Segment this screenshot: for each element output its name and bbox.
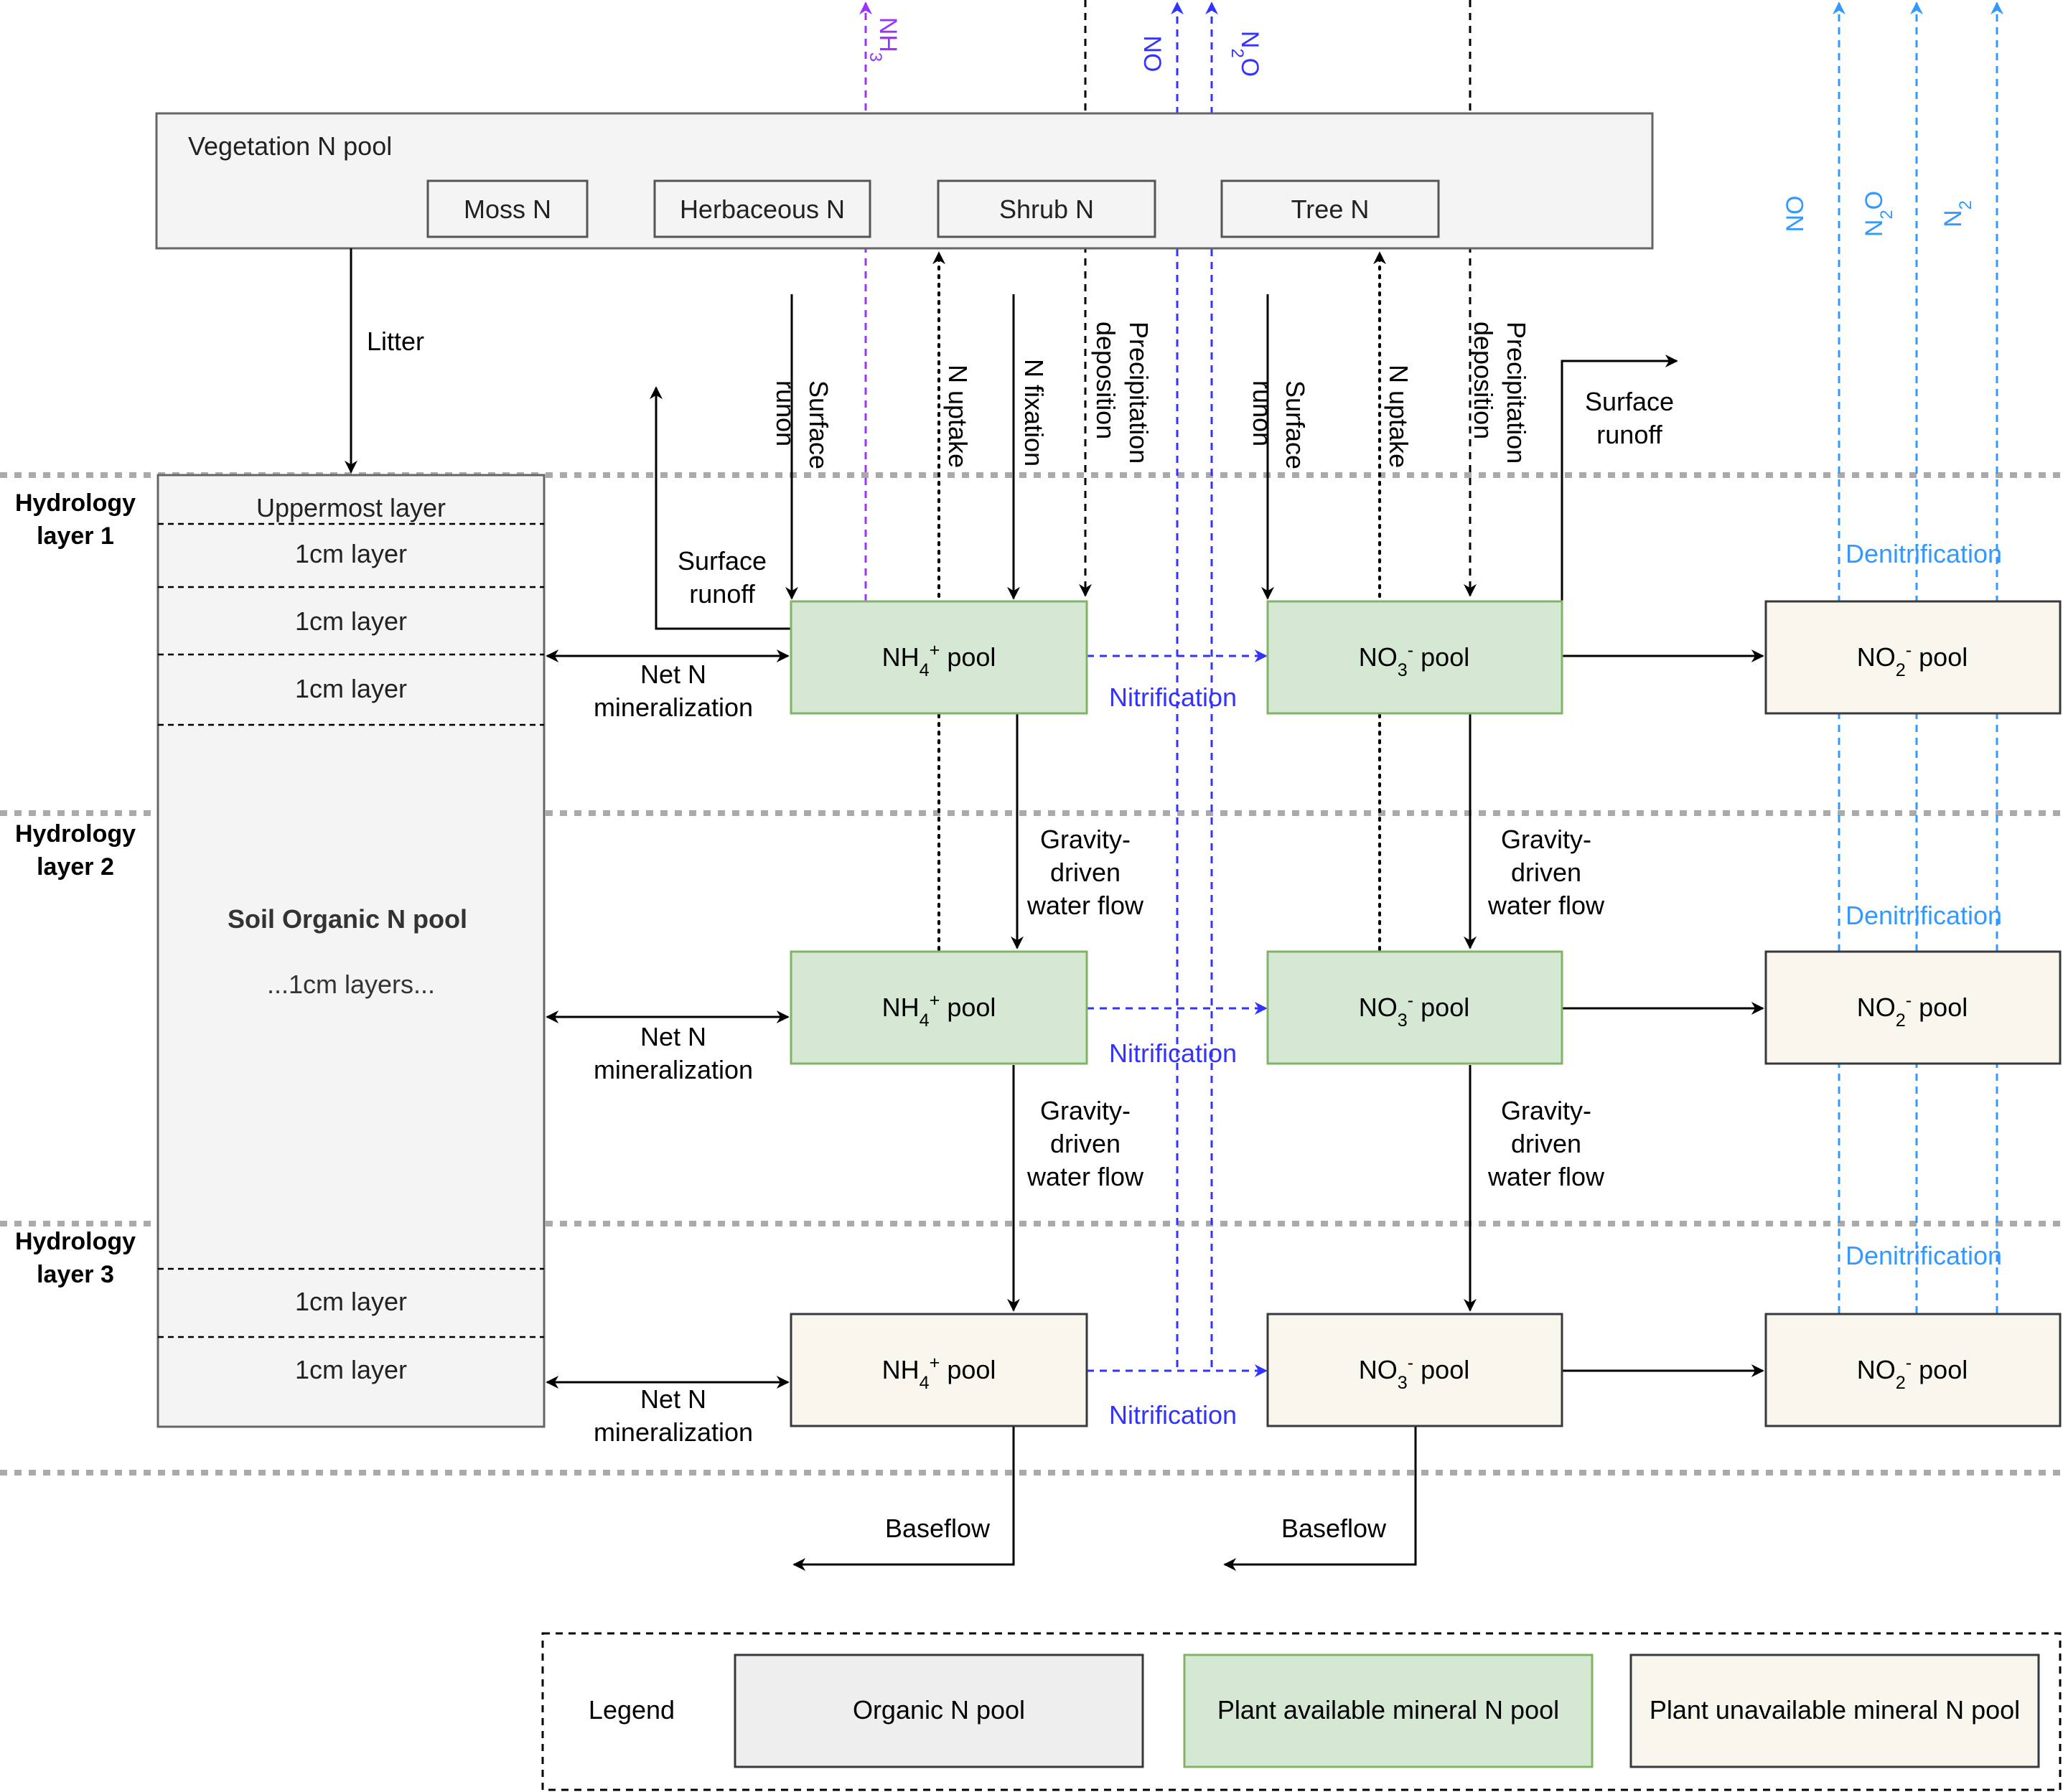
legend: Legend Organic N pool Plant available mi…	[541, 1632, 2062, 1791]
gas-labels: NH3 NO N2O NO N2O N2	[866, 17, 1975, 237]
mineral-pools	[790, 600, 2062, 1427]
nitrification-arrows	[1087, 649, 1268, 1377]
cm-layer-label: 1cm layer	[295, 606, 407, 636]
mineralization-arrows	[546, 649, 1764, 1571]
no3-pool-box-3	[1266, 1313, 1563, 1427]
legend-unavailable-swatch	[1629, 1653, 2040, 1768]
nh4-pool-box-1	[790, 600, 1088, 715]
tree-box	[1220, 179, 1440, 238]
litter-label: Litter	[367, 327, 424, 356]
nh3-label: NH3	[866, 17, 902, 62]
nh4-pool-box-3	[790, 1313, 1088, 1427]
shrub-label: Shrub N	[999, 194, 1094, 224]
no2-pool-label: NO2- pool	[1857, 640, 1968, 680]
precipitation-label-nh4: Precipitationdeposition	[1091, 322, 1154, 464]
cm-layer-label: 1cm layer	[295, 539, 407, 568]
no2-pool-box-2	[1764, 950, 2062, 1065]
n2o-denitrification-label: N2O	[1861, 191, 1896, 237]
legend-available-label: Plant available mineral N pool	[1217, 1695, 1559, 1725]
nh4-pool-label: NH4+ pool	[882, 1353, 996, 1393]
top-flux-arrows	[345, 248, 1678, 630]
n2-denitrification-label: N2	[1940, 200, 1975, 227]
baseflow-arrow-nh4	[792, 1427, 1015, 1571]
denitrification-label-2: Denitrification	[1846, 901, 2002, 930]
uppermost-layer-label: Uppermost layer	[256, 493, 446, 522]
no3-pool-box-2	[1266, 950, 1563, 1065]
tree-label: Tree N	[1291, 194, 1370, 224]
n-uptake-label-nh4: N uptake	[943, 365, 973, 468]
no3-pool-label: NO3- pool	[1359, 1353, 1469, 1393]
pool-labels: NH4+ pool NO3- pool NO2- pool NH4+ pool …	[882, 640, 1968, 1393]
denitrification-label-3: Denitrification	[1846, 1241, 2002, 1270]
no-nitrification-label: NO	[1138, 36, 1166, 72]
no-denitrification-label: NO	[1782, 196, 1809, 233]
vegetation-pool-title: Vegetation N pool	[188, 131, 392, 161]
soil-organic-subtitle: ...1cm layers...	[267, 970, 435, 999]
cm-layer-label: 1cm layer	[295, 1287, 407, 1316]
precipitation-label-no3: Precipitationdeposition	[1469, 322, 1531, 464]
nh4-pool-label: NH4+ pool	[882, 990, 996, 1031]
soil-organic-title: Soil Organic N pool	[228, 904, 467, 934]
legend-organic-label: Organic N pool	[853, 1695, 1025, 1725]
surface-runon-label-no3: Surfacerunon	[1248, 380, 1310, 469]
no3-pool-label: NO3- pool	[1359, 990, 1469, 1031]
cm-layer-label: 1cm layer	[295, 674, 407, 703]
baseflow-label-nh4: Baseflow	[885, 1514, 991, 1543]
soil-organic-pool: Uppermost layer 1cm layer 1cm layer 1cm …	[156, 474, 546, 1428]
nitrification-label-1: Nitrification	[1109, 682, 1237, 712]
n-fixation-label: N fixation	[1019, 359, 1049, 466]
no2-pool-label: NO2- pool	[1857, 990, 1968, 1031]
baseflow-label-no3: Baseflow	[1281, 1514, 1387, 1543]
no2-pool-box-1	[1764, 600, 2062, 715]
nh4-pool-box-2	[790, 950, 1088, 1065]
n-uptake-label-no3: N uptake	[1384, 365, 1413, 468]
nitrification-label-2: Nitrification	[1109, 1038, 1237, 1068]
moss-label: Moss N	[464, 194, 551, 224]
cm-layer-label: 1cm layer	[295, 1355, 407, 1384]
herbaceous-box	[653, 179, 871, 238]
nitrification-label-3: Nitrification	[1109, 1400, 1237, 1430]
surface-runoff-arrow-right	[1561, 355, 1678, 601]
surface-runoff-arrow-left	[650, 386, 792, 630]
vegetation-pool: Vegetation N pool Moss N Herbaceous N Sh…	[155, 112, 1654, 250]
no2-pool-label: NO2- pool	[1857, 1353, 1968, 1393]
denitrification-label-1: Denitrification	[1846, 539, 2002, 568]
no3-pool-label: NO3- pool	[1359, 640, 1469, 680]
moss-box	[426, 179, 589, 238]
legend-organic-swatch	[734, 1653, 1144, 1768]
no3-pool-box-1	[1266, 600, 1563, 715]
legend-unavailable-label: Plant unavailable mineral N pool	[1650, 1695, 2020, 1725]
rotated-flux-labels: Surfacerunon N uptake N fixation Precipi…	[771, 322, 1531, 469]
legend-frame	[541, 1632, 2062, 1791]
no2-pool-box-3	[1764, 1313, 2062, 1427]
nh4-pool-label: NH4+ pool	[882, 640, 996, 680]
legend-available-swatch	[1183, 1653, 1594, 1768]
shrub-box	[937, 179, 1156, 238]
precipitation-lines	[1079, 0, 1477, 597]
herbaceous-label: Herbaceous N	[680, 194, 845, 224]
legend-title: Legend	[589, 1695, 675, 1725]
surface-runon-label-nh4: Surfacerunon	[771, 380, 833, 469]
n2o-nitrification-label: N2O	[1228, 31, 1264, 77]
baseflow-arrow-no3	[1223, 1427, 1417, 1571]
